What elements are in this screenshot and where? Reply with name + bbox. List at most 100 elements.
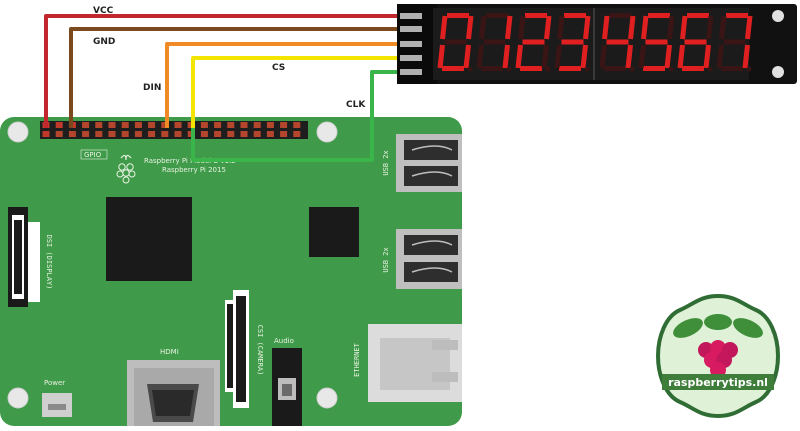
segment-d	[481, 66, 503, 71]
segment-e	[476, 44, 484, 69]
usb-label-top: USB 2x	[382, 150, 390, 175]
board-model-label: Raspberry Pi Model B v1.2	[144, 157, 236, 165]
leaf-icon	[673, 318, 703, 338]
dsi-connector	[8, 207, 40, 307]
digit: 1	[476, 13, 513, 72]
gpio-pin	[55, 122, 63, 128]
gpio-pin	[240, 122, 248, 128]
segment-e	[716, 44, 724, 69]
segment-a	[687, 13, 709, 18]
gpio-pin	[95, 131, 103, 137]
segment-c	[742, 44, 750, 69]
gpio-pin	[148, 122, 156, 128]
segment-e	[554, 44, 562, 69]
wire-label-cs: CS	[272, 63, 285, 73]
gpio-pin	[280, 122, 288, 128]
segment-g	[723, 39, 746, 45]
segment-a	[486, 13, 508, 18]
wire-din	[165, 42, 432, 128]
usb-label-bottom: USB 2x	[382, 247, 390, 272]
digit: 0	[437, 13, 474, 72]
soc-chip	[106, 197, 192, 281]
gpio-pin	[121, 122, 129, 128]
gpio-pin	[121, 131, 129, 137]
digit: 3	[554, 13, 591, 72]
segment-c	[463, 44, 471, 69]
audio-jack	[272, 348, 302, 426]
dsi-label: DSI (DISPLAY)	[45, 235, 53, 290]
segment-a	[447, 13, 469, 18]
gpio-pin	[200, 131, 208, 137]
gpio-pin	[227, 122, 235, 128]
digit: 7	[716, 13, 753, 72]
board-copyright-label: Raspberry Pi 2015	[162, 166, 226, 174]
audio-label: Audio	[274, 337, 294, 345]
segment-d	[442, 66, 464, 71]
gpio-pin	[161, 122, 169, 128]
segment-g	[684, 39, 707, 45]
wire-label-din: DIN	[143, 83, 161, 93]
segment-c	[703, 44, 711, 69]
csi-connector	[225, 290, 249, 408]
segment-g	[606, 39, 629, 45]
gpio-pin	[161, 131, 169, 137]
mounting-hole	[7, 121, 29, 143]
segment-c	[664, 44, 672, 69]
wire-label-gnd: GND	[93, 37, 115, 47]
decimal-point	[545, 66, 551, 72]
module-pin	[400, 41, 422, 47]
segment-b	[466, 15, 474, 40]
segment-a	[564, 13, 586, 18]
gpio-pin	[266, 122, 274, 128]
ethernet-port	[368, 324, 462, 402]
segment-f	[680, 15, 688, 40]
module-pins	[400, 13, 422, 75]
leaf-icon	[733, 318, 763, 338]
digit: 4	[599, 13, 636, 72]
gpio-pin	[148, 131, 156, 137]
mounting-hole	[316, 387, 338, 409]
gpio-pin	[293, 122, 301, 128]
gpio-pin	[108, 131, 116, 137]
gpio-label: GPIO	[84, 151, 102, 159]
wire-gnd	[69, 27, 432, 128]
module-pin	[400, 26, 422, 32]
segment-f	[557, 15, 565, 40]
segment-f	[641, 15, 649, 40]
decimal-point	[506, 66, 512, 72]
digit: 2	[515, 13, 552, 72]
gpio-pin	[174, 122, 182, 128]
segment-g	[483, 39, 506, 45]
segment-g	[522, 39, 545, 45]
segment-b	[628, 15, 636, 40]
segment-a	[609, 13, 631, 18]
gpio-pin	[293, 131, 301, 137]
segment-f	[440, 15, 448, 40]
segment-e	[437, 44, 445, 69]
module-pin	[400, 13, 422, 19]
segment-d	[682, 66, 704, 71]
segment-f	[719, 15, 727, 40]
module-pin	[400, 55, 422, 61]
segment-e	[599, 44, 607, 69]
hdmi-label: HDMI	[160, 348, 179, 356]
usb-port-bottom	[396, 229, 462, 289]
wire-cs	[191, 56, 432, 128]
gpio-pin	[253, 131, 261, 137]
segment-f	[479, 15, 487, 40]
gpio-label-box	[80, 149, 108, 160]
usb-ethernet-chip	[309, 207, 359, 257]
segment-d	[643, 66, 665, 71]
segment-g	[561, 39, 584, 45]
raspberry-pi-board	[0, 117, 462, 426]
segment-b	[706, 15, 714, 40]
wire-label-clk: CLK	[346, 100, 366, 110]
segment-g	[645, 39, 668, 45]
gpio-pin	[95, 122, 103, 128]
segment-b	[583, 15, 591, 40]
gpio-pin	[42, 131, 50, 137]
mounting-hole	[316, 121, 338, 143]
decimal-point	[668, 66, 674, 72]
